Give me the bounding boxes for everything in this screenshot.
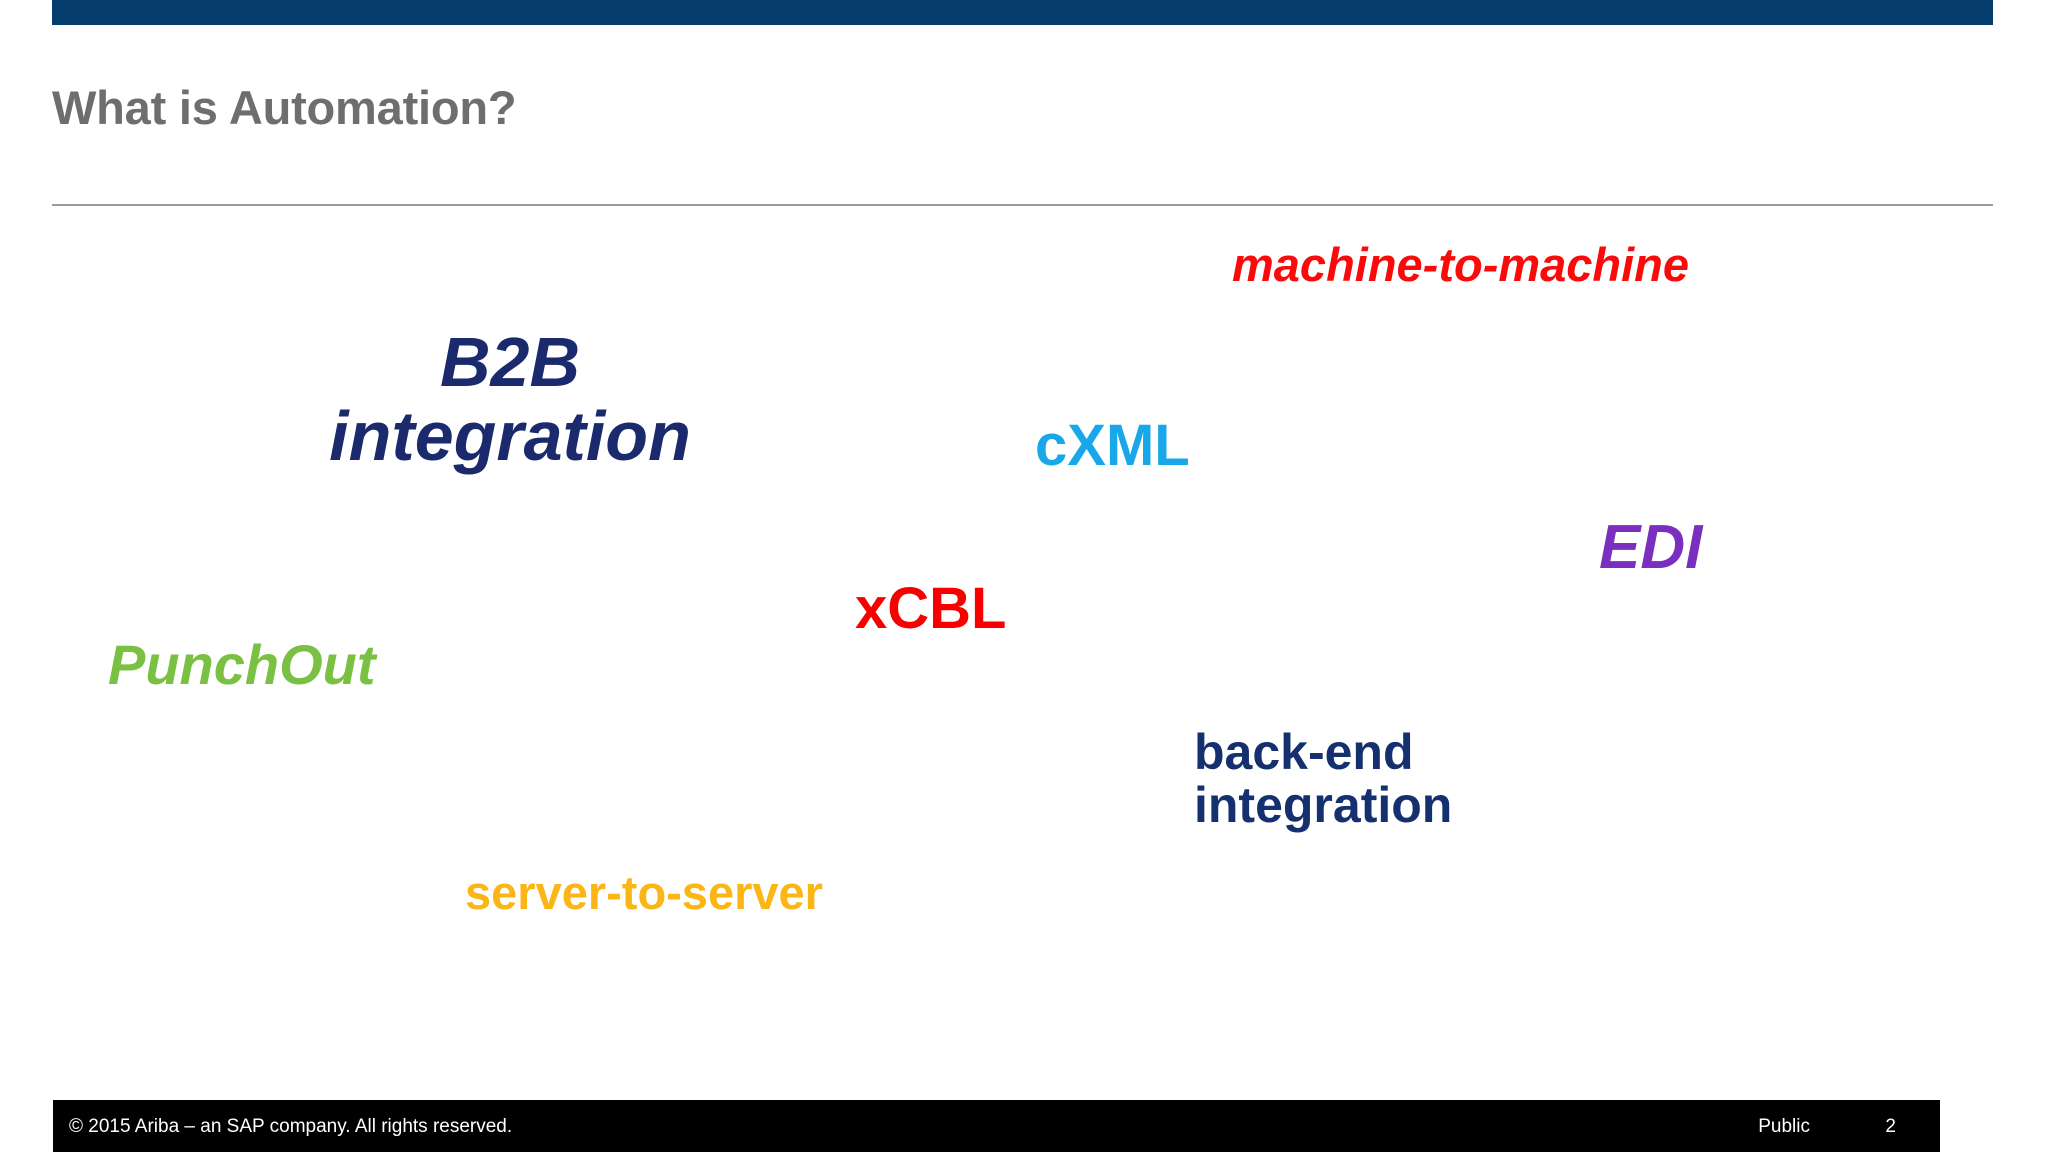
cloud-word-punchout: PunchOut [108,633,376,696]
cloud-word-b2b-line2: integration [329,397,691,476]
page-title: What is Automation? [52,81,517,134]
footer-classification-label: Public [1758,1116,1810,1137]
cloud-word-edi: EDI [1599,513,1703,582]
title-divider [52,204,1993,206]
word-cloud: machine-to-machine B2B integration cXML … [108,238,1703,919]
cloud-word-b2b-integration: B2B integration [275,323,745,476]
cloud-word-xcbl: xCBL [855,576,1007,641]
cloud-word-backend-line2: integration [1194,777,1453,833]
cloud-word-b2b-line1: B2B [439,323,581,401]
cloud-word-backend-line1: back-end [1194,724,1414,780]
top-accent-bar [52,0,1993,25]
cloud-word-back-end-integration: back-end integration [1194,726,1452,832]
cloud-word-server-to-server: server-to-server [465,866,823,919]
footer-copyright: © 2015 Ariba – an SAP company. All right… [69,1116,513,1137]
slide-footer: © 2015 Ariba – an SAP company. All right… [53,1100,1940,1152]
footer-page-number: 2 [1885,1116,1896,1137]
cloud-word-machine-to-machine: machine-to-machine [1232,238,1690,291]
cloud-word-cxml: cXML [1035,413,1190,478]
